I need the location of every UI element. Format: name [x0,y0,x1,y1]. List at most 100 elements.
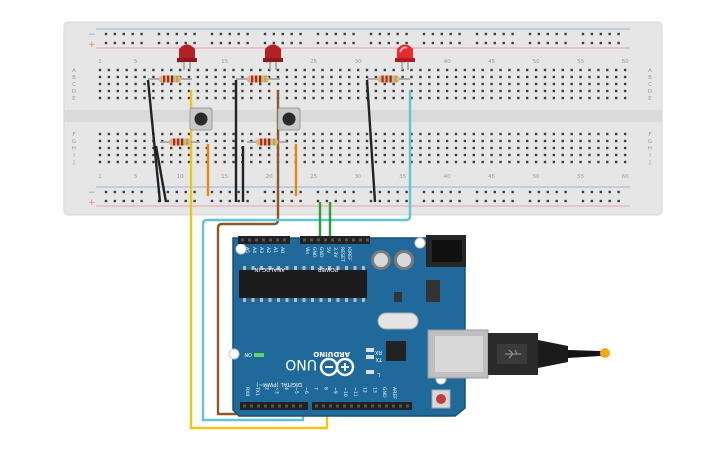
column-number: 10 [177,174,184,180]
column-number: 45 [488,59,495,65]
row-letter: A [648,68,652,74]
l-label: L [377,371,380,377]
column-number: 5 [134,59,138,65]
wires [146,79,412,430]
column-number: 35 [399,174,406,180]
pin-label: Vin [304,247,310,254]
push-button-1 [189,107,213,131]
pin-label: ~6 [303,387,309,394]
row-letter: H [72,146,76,152]
column-number: 15 [221,59,228,65]
row-letter: H [648,146,652,152]
rail-minus-sign: − [88,188,96,198]
power-label: POWER [317,266,338,272]
pin-label: 3.3V [332,247,338,258]
rail-minus-sign: − [88,30,96,40]
chip-legs [243,266,365,302]
column-number: 50 [533,59,540,65]
rail-plus-sign: + [88,198,96,208]
analog-label: ANALOG IN [254,266,285,272]
column-number: 55 [577,174,584,180]
resistor-button-1 [160,138,200,146]
row-letter: D [72,89,76,95]
row-letter: B [72,75,76,81]
brand-label: ARDUINO [313,350,350,358]
column-number: 50 [533,174,540,180]
row-letter: G [72,139,76,145]
pin-label: 5V [325,247,331,254]
usb-cable [488,333,610,375]
pin-label: ~3 [273,387,279,394]
pin-label: A3 [258,247,264,253]
pin-label: GND [381,387,387,398]
pin-label: 8 [322,387,328,390]
column-number: 55 [577,59,584,65]
resistors [148,75,410,146]
header-pins [241,238,409,408]
row-letter: J [72,160,75,166]
row-letter: C [648,82,652,88]
row-letter: D [648,89,652,95]
pin-label: ~11 [352,387,358,397]
rx-label: RX [375,349,382,355]
column-number: 40 [444,59,451,65]
wire-cyan [201,90,412,422]
wire-black-2 [154,145,168,203]
pin-label: GND [318,247,324,258]
column-number: 40 [444,174,451,180]
led-1 [177,44,197,70]
row-letter: E [648,96,652,102]
wire-black-5 [365,79,377,203]
row-letter: G [648,139,652,145]
pin-label: A4 [251,247,257,253]
pin-label: RESET [339,247,345,262]
resistor-button-2 [247,138,287,146]
wire-brown [216,90,312,416]
row-letter: I [649,153,651,159]
row-letter: E [72,96,76,102]
arduino-uno: ARDUINO UNO ON RX TX L ANALOG IN POWER D… [228,235,489,417]
pin-label: TX1 [254,386,260,396]
row-letter: J [648,160,651,166]
pin-label: 4 [283,387,289,390]
pin-label: ~9 [332,387,338,394]
column-number: 60 [622,174,629,180]
resistor-led-3 [367,75,410,83]
column-number: 1 [98,59,102,65]
column-number: 60 [622,59,629,65]
resistor-led-2 [236,75,280,83]
column-number: 25 [310,174,317,180]
column-number: 5 [134,174,138,180]
tx-label: TX [375,356,383,362]
breadboard: −+−+115510101515202025253030353540404545… [63,21,663,216]
pin-label: A0 [279,247,285,253]
arduino-logo [319,357,355,377]
pin-label: ~5 [293,387,299,394]
led-3-lit [395,44,415,70]
pin-label: 2 [264,387,270,390]
column-number: 1 [98,174,102,180]
pin-label: IOREF [346,247,352,261]
column-number: 30 [355,174,362,180]
column-number: 15 [221,174,228,180]
pin-label: RX0 [244,387,250,396]
column-number: 30 [355,59,362,65]
model-label: UNO [285,356,317,372]
row-letter: F [72,132,75,138]
pin-label: A1 [272,247,278,253]
pin-label: AREF [391,387,397,399]
row-letter: A [72,68,76,74]
column-number: 20 [266,174,273,180]
row-letter: F [648,132,651,138]
on-label: ON [244,351,252,357]
rail-plus-sign: + [88,40,96,50]
pin-label: GND [311,247,317,258]
pin-label: 13 [371,387,377,393]
row-letter: C [72,82,76,88]
pin-label: A2 [265,247,271,253]
digital-label: DIGITAL (PWM~) [256,381,302,387]
led-2 [263,44,283,70]
breadboard-holes [98,32,627,203]
